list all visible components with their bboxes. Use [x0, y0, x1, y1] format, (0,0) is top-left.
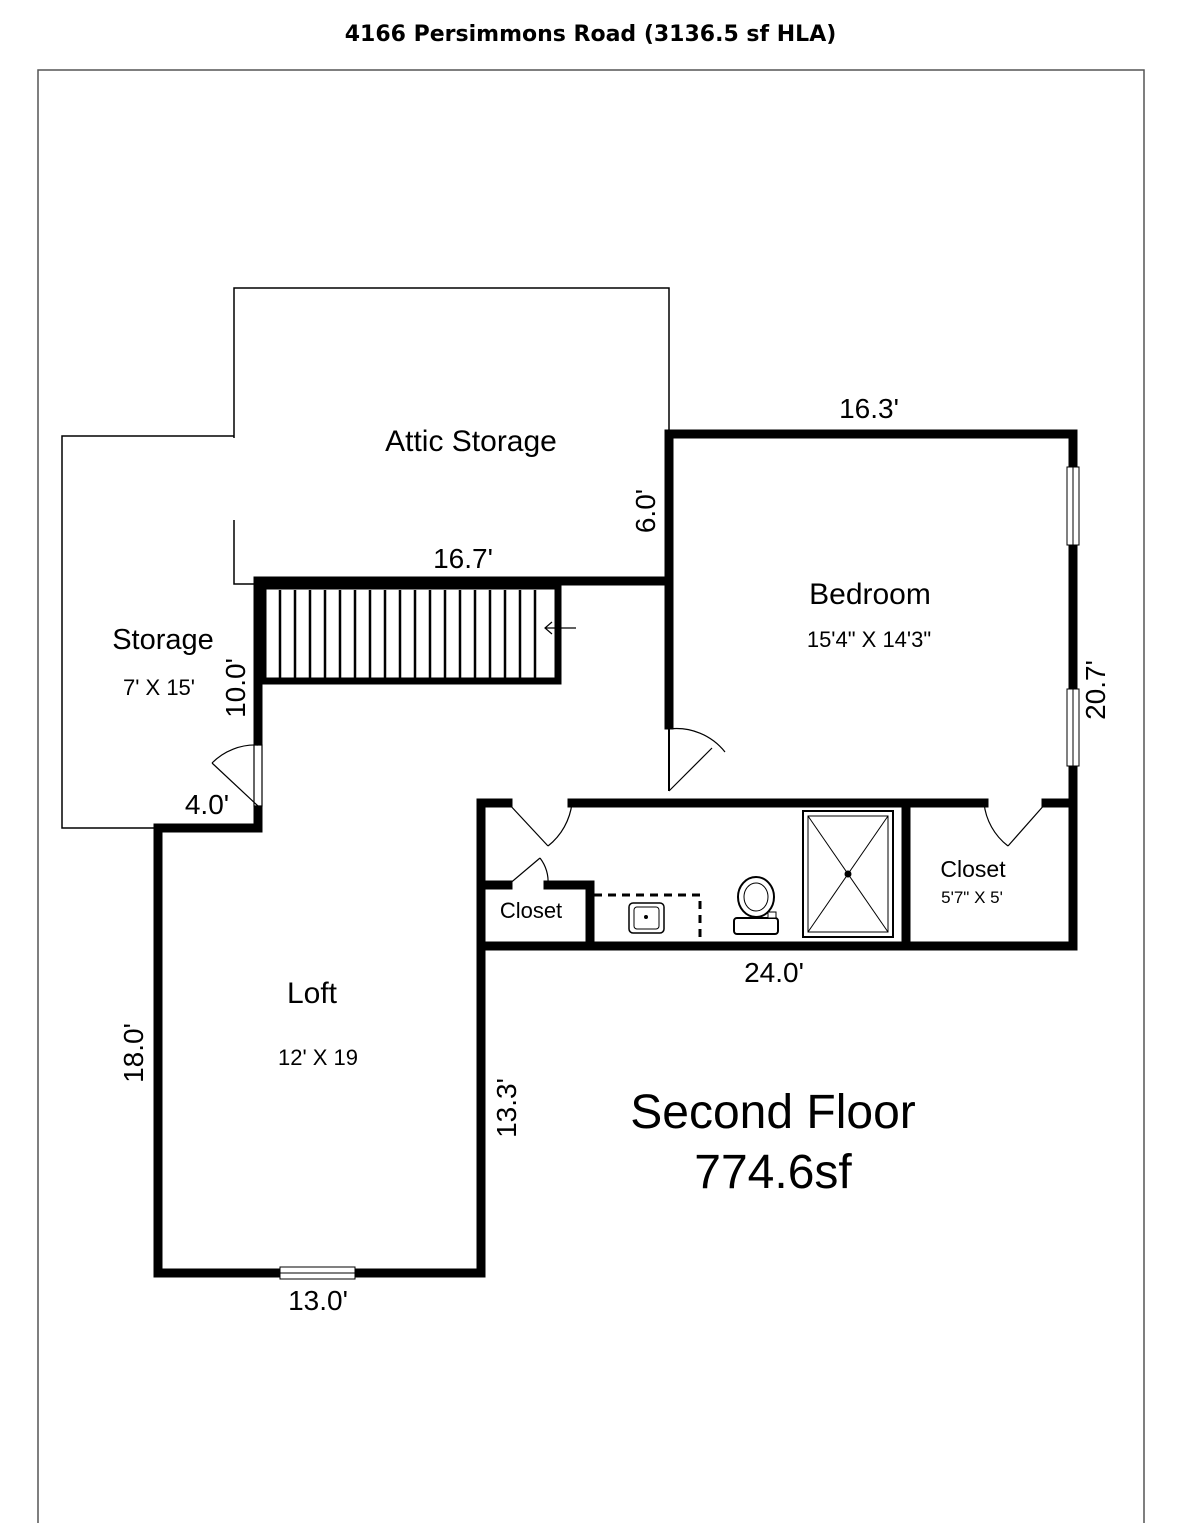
stair-treads: [278, 590, 537, 678]
storage-label: Storage: [112, 624, 214, 656]
bedroom-label: Bedroom: [809, 578, 931, 611]
dim-stair-side: 10.0': [220, 658, 251, 718]
door-icons: [211, 725, 1047, 886]
dim-loft-right: 13.3': [491, 1078, 522, 1138]
window-icons: [279, 466, 1080, 1280]
closet-bed-size: 5'7" X 5': [941, 888, 1003, 907]
floor-area: 774.6sf: [694, 1146, 852, 1199]
shower-icon: [802, 810, 894, 938]
attic-storage-label: Attic Storage: [385, 425, 557, 458]
dim-bed-top: 16.3': [839, 393, 899, 424]
stair-frame: [259, 582, 562, 685]
floor-name: Second Floor: [630, 1086, 916, 1139]
dim-attic-side: 6.0': [630, 489, 661, 533]
dim-loft-left: 18.0': [118, 1023, 149, 1083]
loft-size: 12' X 19: [278, 1045, 358, 1070]
stair-arrow-icon: [544, 621, 576, 635]
closet-bed-label: Closet: [940, 856, 1006, 882]
toilet-icon: [733, 876, 779, 935]
closet-bath-label: Closet: [500, 898, 562, 923]
dim-bath-bottom: 24.0': [744, 957, 804, 988]
walls: [153, 429, 1078, 1278]
dim-bed-right: 20.7': [1080, 660, 1111, 720]
storage-size: 7' X 15': [123, 675, 195, 700]
attic-outline: [61, 287, 670, 829]
bath-top-wall: [476, 798, 513, 951]
vanity: [594, 893, 702, 940]
loft-label: Loft: [287, 977, 338, 1010]
dim-step: 4.0': [185, 789, 229, 820]
dim-stair-top: 16.7': [433, 543, 493, 574]
bedroom-size: 15'4" X 14'3": [807, 627, 931, 652]
dim-loft-bottom: 13.0': [288, 1285, 348, 1316]
plan-title: 4166 Persimmons Road (3136.5 sf HLA): [344, 22, 837, 47]
page-frame: [37, 69, 1145, 1523]
